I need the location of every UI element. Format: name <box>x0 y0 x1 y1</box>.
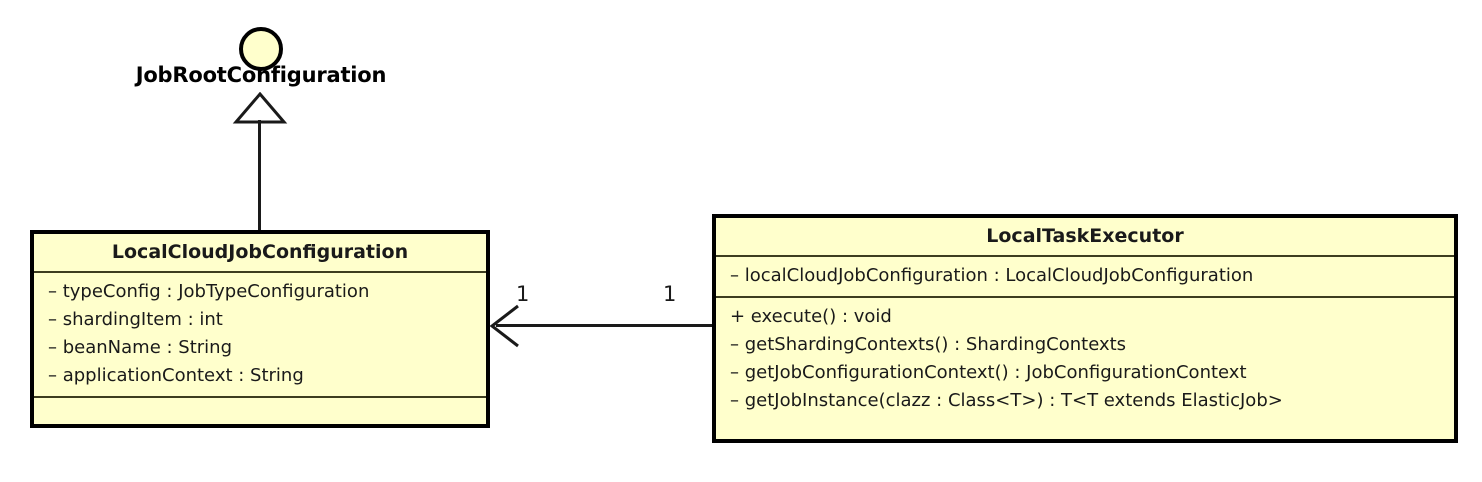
method-item: + execute() : void <box>730 306 892 328</box>
attribute-item: – applicationContext : String <box>48 365 304 387</box>
association-connector-line <box>496 324 712 327</box>
attribute-item: – localCloudJobConfiguration : LocalClou… <box>730 265 1254 286</box>
class-name-label: LocalTaskExecutor <box>986 225 1184 247</box>
interface-name-label: JobRootConfiguration <box>135 63 387 87</box>
multiplicity-label-target: 1 <box>516 282 530 306</box>
attribute-item: – beanName : String <box>48 337 232 359</box>
class-name-label: LocalCloudJobConfiguration <box>111 241 409 263</box>
attributes-compartment: – localCloudJobConfiguration : LocalClou… <box>716 255 1454 296</box>
interface-circle-icon <box>239 27 283 71</box>
methods-compartment: + execute() : void – getShardingContexts… <box>716 296 1454 421</box>
method-item: – getShardingContexts() : ShardingContex… <box>730 334 1127 356</box>
attribute-item: – typeConfig : JobTypeConfiguration <box>48 281 370 302</box>
class-box-local-cloud-job-configuration[interactable]: LocalCloudJobConfiguration – typeConfig … <box>30 230 490 428</box>
methods-compartment <box>34 396 486 416</box>
class-box-local-task-executor[interactable]: LocalTaskExecutor – localCloudJobConfigu… <box>712 214 1458 443</box>
association-arrowhead-icon <box>489 304 519 348</box>
generalization-connector-line <box>258 120 261 232</box>
attributes-compartment: – typeConfig : JobTypeConfiguration – sh… <box>34 271 486 396</box>
method-item: – getJobConfigurationContext() : JobConf… <box>730 362 1247 384</box>
multiplicity-label-source: 1 <box>663 282 677 306</box>
method-item: – getJobInstance(clazz : Class<T>) : T<T… <box>730 390 1283 412</box>
attribute-item: – shardingItem : int <box>48 309 223 331</box>
